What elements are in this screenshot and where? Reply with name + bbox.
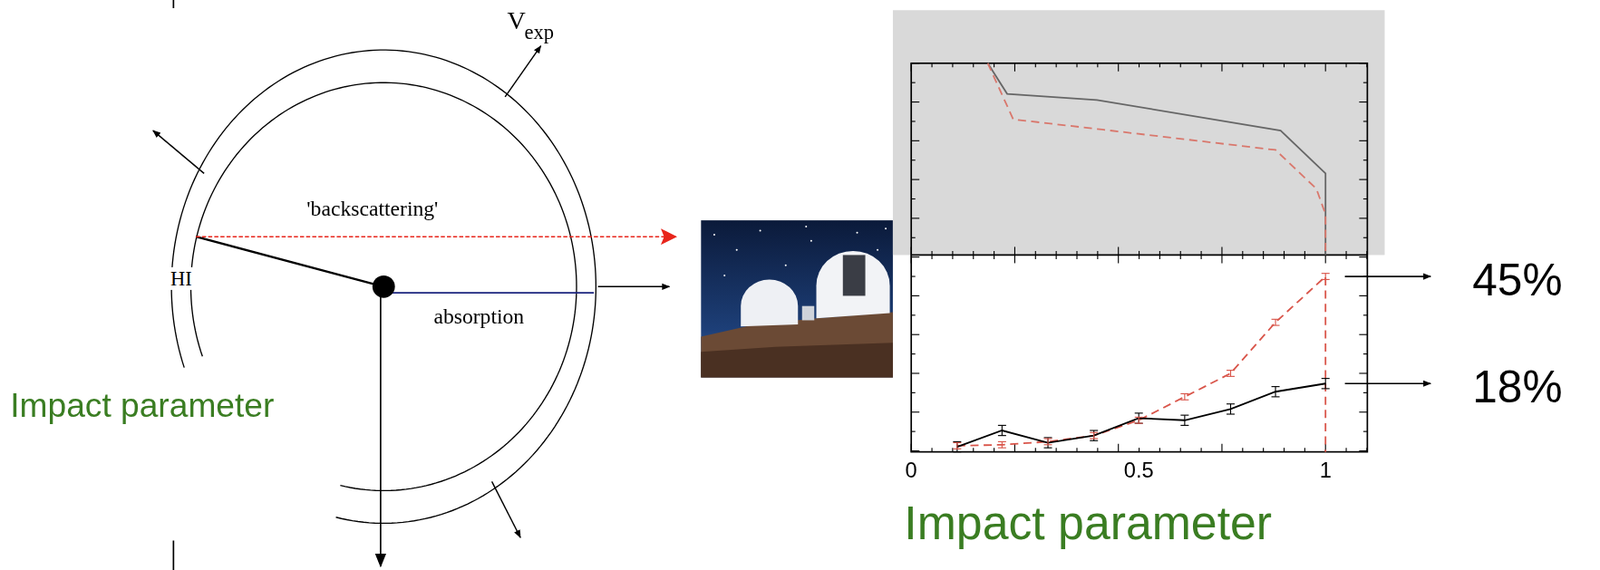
chart-panel	[892, 9, 1386, 255]
telescope-photo	[700, 220, 893, 378]
edge-mark	[173, 541, 175, 570]
model-line	[988, 63, 1327, 256]
error-bar	[998, 441, 1007, 448]
error-bar	[1271, 319, 1280, 326]
error-bar	[1089, 430, 1098, 441]
star	[884, 227, 887, 230]
star	[785, 264, 787, 267]
error-bar	[1089, 432, 1098, 439]
star	[723, 274, 726, 277]
error-bar	[1134, 416, 1144, 424]
axis-title: Impact parameter	[9, 387, 274, 426]
star	[759, 229, 762, 232]
source-dot	[372, 275, 396, 299]
star	[856, 232, 859, 234]
backscatter-ray	[195, 235, 676, 237]
velocity-subscript: exp	[524, 20, 555, 44]
region-label: HI	[169, 267, 194, 291]
impact-axis	[379, 286, 382, 566]
error-bar	[1321, 378, 1330, 389]
model-line-dashed	[988, 63, 1327, 256]
absorption-ray	[385, 291, 594, 294]
shell	[171, 49, 596, 524]
edge-mark	[173, 0, 175, 9]
star	[713, 233, 716, 236]
value-label: 18%	[1472, 362, 1562, 412]
star	[810, 240, 813, 243]
ray-label: absorption	[433, 305, 524, 330]
escape-arrow	[598, 286, 670, 288]
shell-outline	[171, 49, 596, 524]
ray-label: 'backscattering'	[306, 196, 438, 221]
error-bar	[1134, 413, 1144, 424]
velocity-symbol: V	[506, 6, 525, 35]
star	[736, 249, 738, 252]
pointer-arrow	[1345, 275, 1432, 278]
axis-ticks	[911, 63, 1368, 453]
ray	[195, 236, 384, 287]
error-bar	[1044, 438, 1053, 446]
axis-title: Impact parameter	[903, 497, 1272, 550]
error-bar	[1044, 437, 1053, 448]
error-bar	[952, 441, 961, 452]
error-bar	[1180, 393, 1189, 400]
star	[804, 225, 807, 228]
expansion-arrow	[504, 46, 541, 97]
error-bar	[1226, 404, 1235, 415]
star	[876, 249, 879, 252]
error-bar	[998, 425, 1007, 436]
error-bar	[952, 443, 961, 450]
expansion-arrow	[492, 481, 522, 538]
error-bar	[1271, 387, 1280, 398]
data-series	[952, 273, 1329, 453]
pointer-arrow	[1345, 382, 1432, 385]
expansion-arrow	[153, 130, 204, 174]
value-label: 45%	[1472, 256, 1562, 306]
shell-outline	[190, 82, 576, 491]
error-bar	[1180, 415, 1189, 426]
tick-label: 0	[905, 457, 918, 482]
error-bar	[1321, 273, 1330, 281]
dashed-series	[957, 276, 1326, 453]
solid-series	[957, 383, 1326, 447]
plot-frame	[911, 63, 1368, 453]
error-bar	[1226, 370, 1235, 378]
tick-label: 0.5	[1124, 457, 1154, 482]
tick-label: 1	[1319, 457, 1332, 482]
